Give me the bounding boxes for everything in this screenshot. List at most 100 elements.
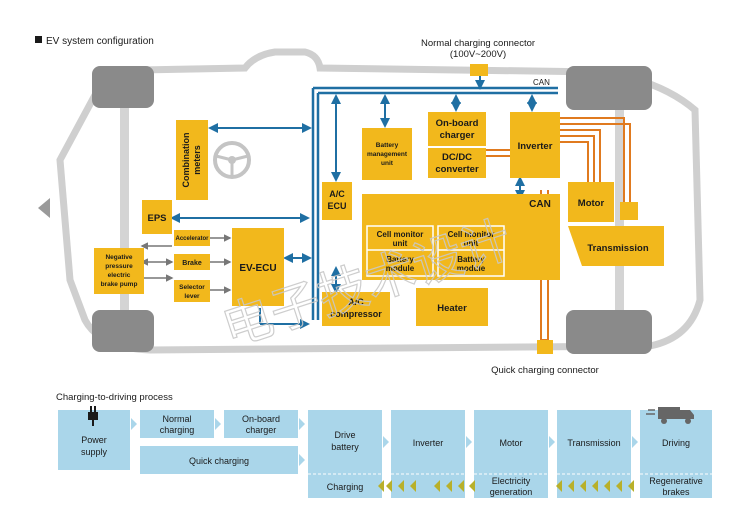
svg-text:On-board: On-board [436, 118, 479, 129]
normal-connector-voltage: (100V~200V) [450, 49, 506, 60]
wheel-front-right [92, 310, 154, 352]
wheel-front-left [92, 66, 154, 108]
heater: Heater [416, 288, 488, 326]
normal-connector-label: Normal charging connector [421, 38, 535, 49]
svg-text:EPS: EPS [147, 213, 166, 224]
svg-text:A/C: A/C [329, 189, 345, 199]
svg-text:generation: generation [490, 487, 533, 497]
svg-text:brakes: brakes [662, 487, 690, 497]
svg-text:Inverter: Inverter [518, 141, 553, 152]
battery-pack: CAN Cell monitor unit Battery module Cel… [362, 194, 560, 280]
svg-text:compressor: compressor [330, 309, 382, 319]
svg-text:Heater: Heater [437, 303, 467, 314]
svg-text:Inverter: Inverter [413, 438, 444, 448]
svg-text:Battery: Battery [457, 255, 485, 264]
brake: Brake [174, 254, 210, 270]
transmission: Transmission [568, 226, 664, 266]
svg-text:Power: Power [81, 435, 107, 445]
svg-text:Transmission: Transmission [587, 243, 648, 254]
svg-text:Battery: Battery [386, 255, 414, 264]
svg-text:Cell monitor: Cell monitor [377, 230, 424, 239]
svg-text:Driving: Driving [662, 438, 690, 448]
battery-management-unit: Battery management unit [362, 128, 412, 180]
quick-connector-label: Quick charging connector [491, 365, 599, 376]
normal-charging-connector [470, 64, 488, 76]
front-arrow-icon [38, 198, 50, 218]
car-chassis [38, 48, 704, 354]
truck-icon [646, 407, 694, 424]
selector-lever: Selector lever [174, 280, 210, 302]
svg-text:supply: supply [81, 447, 108, 457]
svg-text:battery: battery [331, 442, 359, 452]
motor-shaft-block [620, 202, 638, 220]
regen-arrows [378, 480, 634, 492]
svg-text:pressure: pressure [105, 263, 133, 270]
svg-text:Transmission: Transmission [567, 438, 620, 448]
dcdc-converter: DC/DC converter [428, 148, 486, 178]
combination-meters: Combination meters [176, 120, 208, 200]
negative-pressure-brake-pump: Negative pressure electric brake pump [94, 248, 144, 294]
process-inverter: Inverter [391, 410, 465, 498]
onboard-charger: On-board charger [428, 112, 486, 146]
svg-text:Regenerative: Regenerative [649, 476, 703, 486]
svg-text:On-board: On-board [242, 414, 280, 424]
svg-text:Charging: Charging [327, 482, 364, 492]
can-top-label: CAN [533, 78, 550, 87]
wheel-rear-right [566, 310, 652, 354]
process-power-supply: Power supply [58, 406, 130, 470]
svg-text:unit: unit [381, 160, 394, 167]
svg-text:CAN: CAN [529, 199, 551, 210]
motor: Motor [568, 182, 614, 222]
svg-text:ECU: ECU [327, 201, 346, 211]
eps: EPS [142, 200, 172, 234]
config-title: EV system configuration [46, 36, 154, 47]
svg-text:Negative: Negative [105, 254, 132, 261]
svg-text:DC/DC: DC/DC [442, 152, 472, 163]
svg-text:Motor: Motor [578, 198, 605, 209]
pedal-arrows [140, 234, 232, 294]
inverter: Inverter [510, 112, 560, 178]
svg-text:Electricity: Electricity [492, 476, 531, 486]
process-motor: Motor Electricity generation [474, 410, 548, 498]
quick-charging-connector [537, 340, 553, 354]
svg-text:Battery: Battery [376, 142, 399, 149]
svg-text:Drive: Drive [334, 430, 355, 440]
svg-text:converter: converter [435, 164, 479, 175]
ac-ecu: A/C ECU [322, 182, 352, 220]
svg-text:meters: meters [192, 145, 202, 175]
svg-text:lever: lever [184, 293, 200, 300]
process-driving: Driving Regenerative brakes [640, 407, 712, 498]
svg-text:module: module [386, 264, 415, 273]
svg-text:Quick charging: Quick charging [189, 456, 249, 466]
svg-text:Brake: Brake [182, 260, 202, 267]
wheel-rear-left [566, 66, 652, 110]
svg-text:Normal: Normal [162, 414, 191, 424]
svg-text:charging: charging [160, 425, 195, 435]
process-quick-charging: Quick charging [140, 446, 298, 474]
process-onboard-charger: On-board charger [224, 410, 298, 438]
svg-text:Cell monitor: Cell monitor [448, 230, 495, 239]
svg-text:module: module [457, 264, 486, 273]
svg-text:A/C: A/C [348, 297, 364, 307]
svg-text:Selector: Selector [179, 284, 205, 291]
plug-icon [88, 406, 98, 426]
process-normal-charging: Normal charging [140, 410, 214, 438]
svg-text:EV-ECU: EV-ECU [239, 263, 276, 274]
svg-text:charger: charger [440, 130, 475, 141]
svg-text:unit: unit [393, 239, 408, 248]
svg-text:electric: electric [108, 272, 131, 279]
title-bullet [35, 36, 42, 43]
process-drive-battery: Drive battery Charging [308, 410, 382, 498]
forward-arrows [383, 436, 638, 448]
svg-text:management: management [367, 151, 408, 158]
svg-text:Motor: Motor [499, 438, 522, 448]
steering-wheel-icon [213, 141, 251, 179]
svg-text:Combination: Combination [181, 133, 191, 188]
ev-ecu: EV-ECU [232, 228, 284, 306]
accelerator: Accelerator [174, 230, 210, 246]
svg-text:charger: charger [246, 425, 277, 435]
process-title: Charging-to-driving process [56, 392, 173, 403]
svg-text:brake pump: brake pump [101, 281, 138, 288]
svg-text:unit: unit [464, 239, 479, 248]
